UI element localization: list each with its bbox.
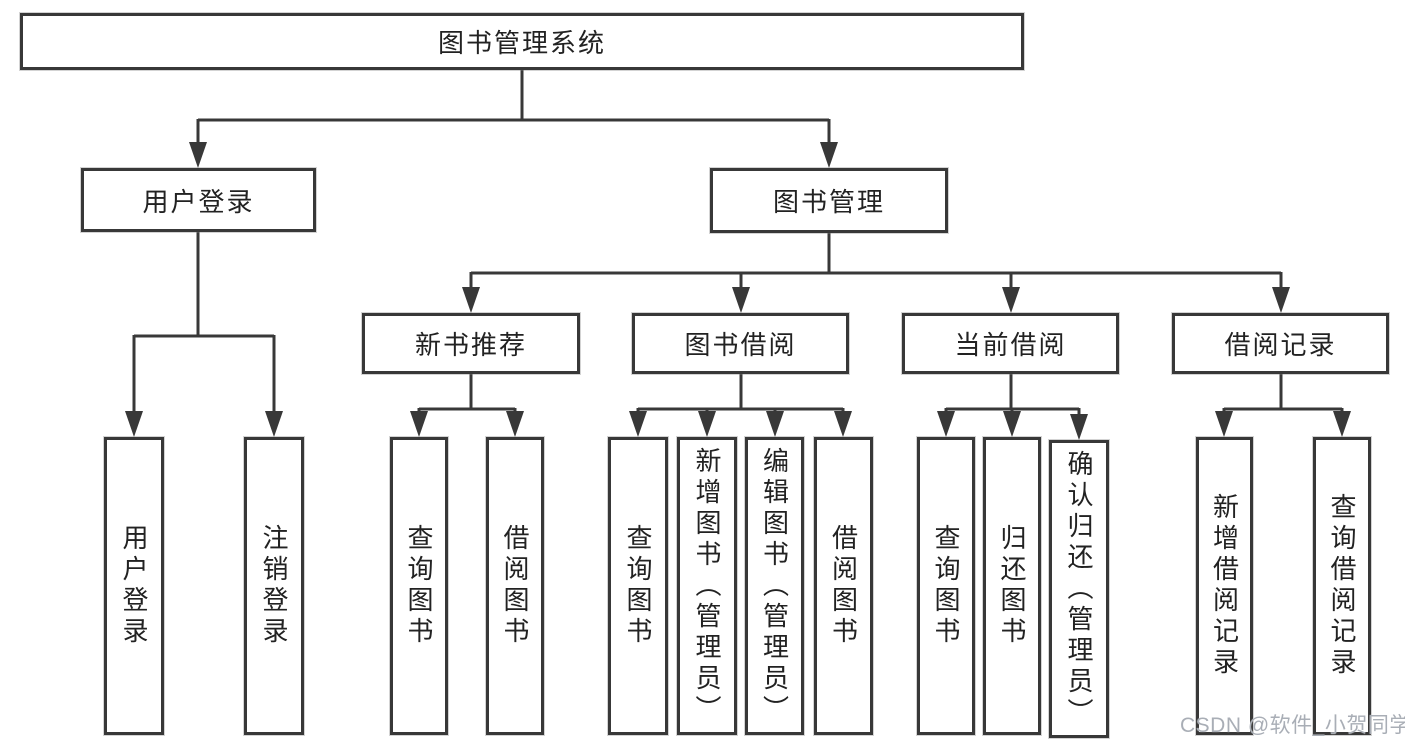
node-root-system-label: 图书管理系统: [437, 28, 606, 58]
leaf-user-login: 用户登录: [104, 437, 164, 735]
leaf-borrowing-edit-books: 编辑图书（管理员）: [745, 437, 804, 735]
leaf-borrowing-borrow-books-label: 借阅图书: [828, 524, 859, 648]
leaf-records-add-record-label: 新增借阅记录: [1209, 493, 1240, 679]
leaf-borrowing-add-books-label: 新增图书（管理员）: [692, 446, 722, 726]
leaf-borrowing-edit-books-label: 编辑图书（管理员）: [759, 446, 790, 726]
leaf-borrowing-query-books: 查询图书: [608, 437, 668, 735]
leaf-records-query-record-label: 查询借阅记录: [1327, 493, 1357, 679]
leaf-recommend-borrow-books-label: 借阅图书: [500, 524, 530, 648]
connector-login-to-leaves: [132, 232, 276, 413]
leaf-current-return-books-label: 归还图书: [997, 524, 1027, 648]
node-new-book-recommend-label: 新书推荐: [414, 330, 527, 360]
node-current-borrowing: 当前借阅: [902, 313, 1119, 374]
node-current-borrowing-label: 当前借阅: [954, 330, 1067, 360]
leaf-borrowing-borrow-books: 借阅图书: [814, 437, 873, 735]
connector-records-to-leaves: [1222, 374, 1344, 413]
node-user-login-label: 用户登录: [142, 186, 255, 217]
csdn-watermark: CSDN @软件_小贺同学: [1180, 714, 1405, 737]
leaf-current-confirm-return-label: 确认归还（管理员）: [1064, 449, 1094, 729]
leaf-current-return-books: 归还图书: [983, 437, 1041, 735]
connector-borrowing-to-leaves: [636, 374, 845, 413]
leaf-current-query-books: 查询图书: [917, 437, 975, 735]
connector-recommend-to-leaves: [417, 374, 517, 413]
leaf-current-confirm-return: 确认归还（管理员）: [1049, 440, 1109, 738]
leaf-borrowing-add-books: 新增图书（管理员）: [677, 437, 737, 735]
node-borrowing-records-label: 借阅记录: [1224, 330, 1337, 360]
leaf-records-query-record: 查询借阅记录: [1313, 437, 1371, 735]
leaf-user-login-label: 用户登录: [119, 524, 149, 648]
leaf-records-add-record: 新增借阅记录: [1196, 437, 1253, 735]
node-root-system: 图书管理系统: [20, 13, 1024, 70]
node-book-management: 图书管理: [710, 168, 948, 233]
leaf-current-query-books-label: 查询图书: [931, 524, 961, 648]
node-book-management-label: 图书管理: [772, 187, 885, 217]
leaf-borrowing-query-books-label: 查询图书: [623, 524, 653, 648]
arrowheads: [125, 142, 1351, 440]
leaf-logout: 注销登录: [244, 437, 304, 735]
node-user-login: 用户登录: [81, 168, 316, 232]
node-borrowing-records: 借阅记录: [1172, 313, 1389, 374]
node-book-borrowing: 图书借阅: [632, 313, 849, 374]
node-book-borrowing-label: 图书借阅: [684, 330, 797, 360]
leaf-recommend-query-books: 查询图书: [390, 437, 448, 735]
connector-root-to-level2: [196, 70, 831, 144]
node-new-book-recommend: 新书推荐: [362, 313, 580, 374]
connector-mgmt-to-level3: [469, 233, 1283, 289]
leaf-logout-label: 注销登录: [259, 524, 289, 648]
leaf-recommend-borrow-books: 借阅图书: [486, 437, 544, 735]
connector-current-to-leaves: [944, 374, 1081, 416]
leaf-recommend-query-books-label: 查询图书: [404, 524, 434, 648]
